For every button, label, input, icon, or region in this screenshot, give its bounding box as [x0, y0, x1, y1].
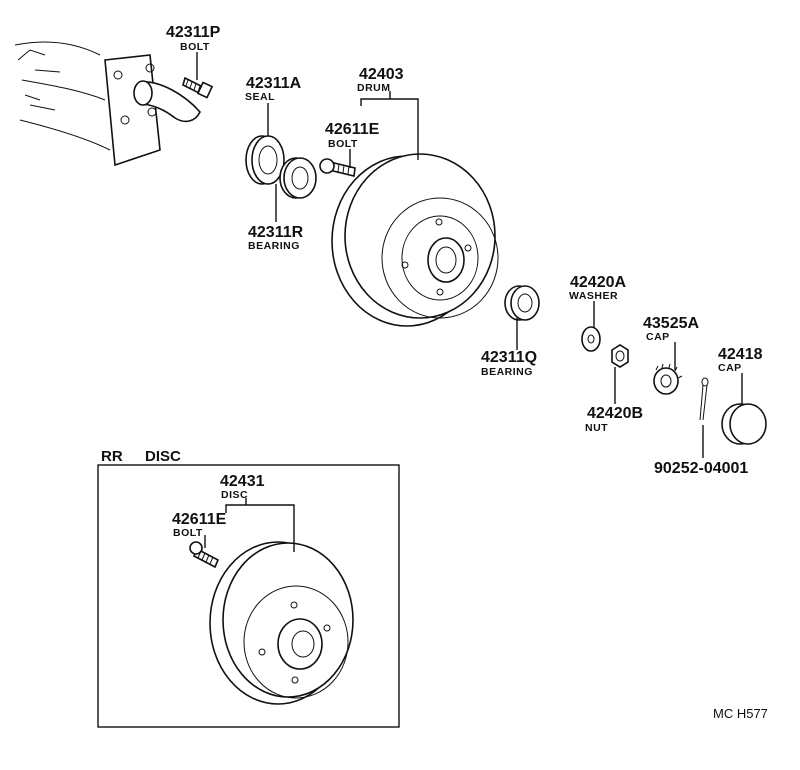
washer-42420a [581, 326, 601, 352]
part-name: BEARING [481, 366, 533, 378]
part-name: DRUM [357, 82, 391, 94]
part-number: 43525A [643, 315, 699, 332]
part-name: DISC [221, 489, 248, 501]
part-label-42611e-inset: 42611E BOLT [172, 511, 227, 539]
part-name: CAP [646, 331, 670, 343]
part-name: NUT [585, 422, 608, 434]
part-number: 42403 [359, 66, 404, 83]
figure-code: MC H577 [713, 706, 768, 721]
part-label-42311r: 42311R BEARING [248, 224, 304, 252]
part-number: 42311R [248, 224, 304, 241]
part-label-42420b: 42420B NUT [585, 405, 643, 434]
inset-header-type: DISC [145, 448, 181, 465]
part-label-42311p: 42311P BOLT [166, 24, 221, 53]
bolt-42311p [182, 76, 214, 99]
bearing-42311r [279, 157, 317, 199]
part-name: BEARING [248, 240, 300, 252]
part-number: 42311P [166, 24, 221, 41]
part-label-42403: 42403 DRUM [357, 66, 404, 94]
hub-cap-42418 [721, 403, 767, 445]
part-label-43525a: 43525A CAP [643, 315, 699, 343]
brake-disc-42431 [209, 541, 354, 705]
bolt-42611e-inset [189, 541, 220, 569]
part-name: BOLT [173, 527, 203, 539]
seal-42311a [245, 135, 285, 185]
bolt-42611e [319, 158, 356, 177]
axle-housing [14, 41, 201, 167]
part-number: 42431 [220, 473, 265, 490]
part-label-42611e: 42611E BOLT [325, 121, 380, 150]
part-number: 42611E [325, 121, 380, 138]
part-number: 90252-04001 [654, 460, 748, 477]
part-label-90252-04001: 90252-04001 [654, 460, 748, 477]
part-number: 42311Q [481, 349, 537, 366]
part-name: BOLT [180, 41, 210, 53]
bearing-42311q [504, 285, 540, 321]
part-number: 42420A [570, 274, 626, 291]
part-label-42420a: 42420A WASHER [569, 274, 626, 302]
part-number: 42611E [172, 511, 227, 528]
part-name: BOLT [328, 138, 358, 150]
part-label-42431: 42431 DISC [220, 473, 265, 501]
part-name: CAP [718, 362, 742, 374]
part-label-42418: 42418 CAP [718, 346, 763, 374]
part-label-42311a: 42311A SEAL [245, 75, 302, 103]
inset-frame [97, 464, 400, 728]
cotter-pin-90252 [699, 377, 709, 421]
part-number: 42420B [587, 405, 643, 422]
part-label-42311q: 42311Q BEARING [481, 349, 537, 378]
nut-42420b [611, 344, 629, 368]
cap-43525a [653, 363, 683, 395]
part-name: SEAL [245, 91, 275, 103]
brake-drum-42403 [331, 153, 499, 327]
inset-header-position: RR [101, 448, 123, 465]
part-name: WASHER [569, 290, 618, 302]
part-number: 42311A [246, 75, 302, 92]
part-number: 42418 [718, 346, 763, 363]
